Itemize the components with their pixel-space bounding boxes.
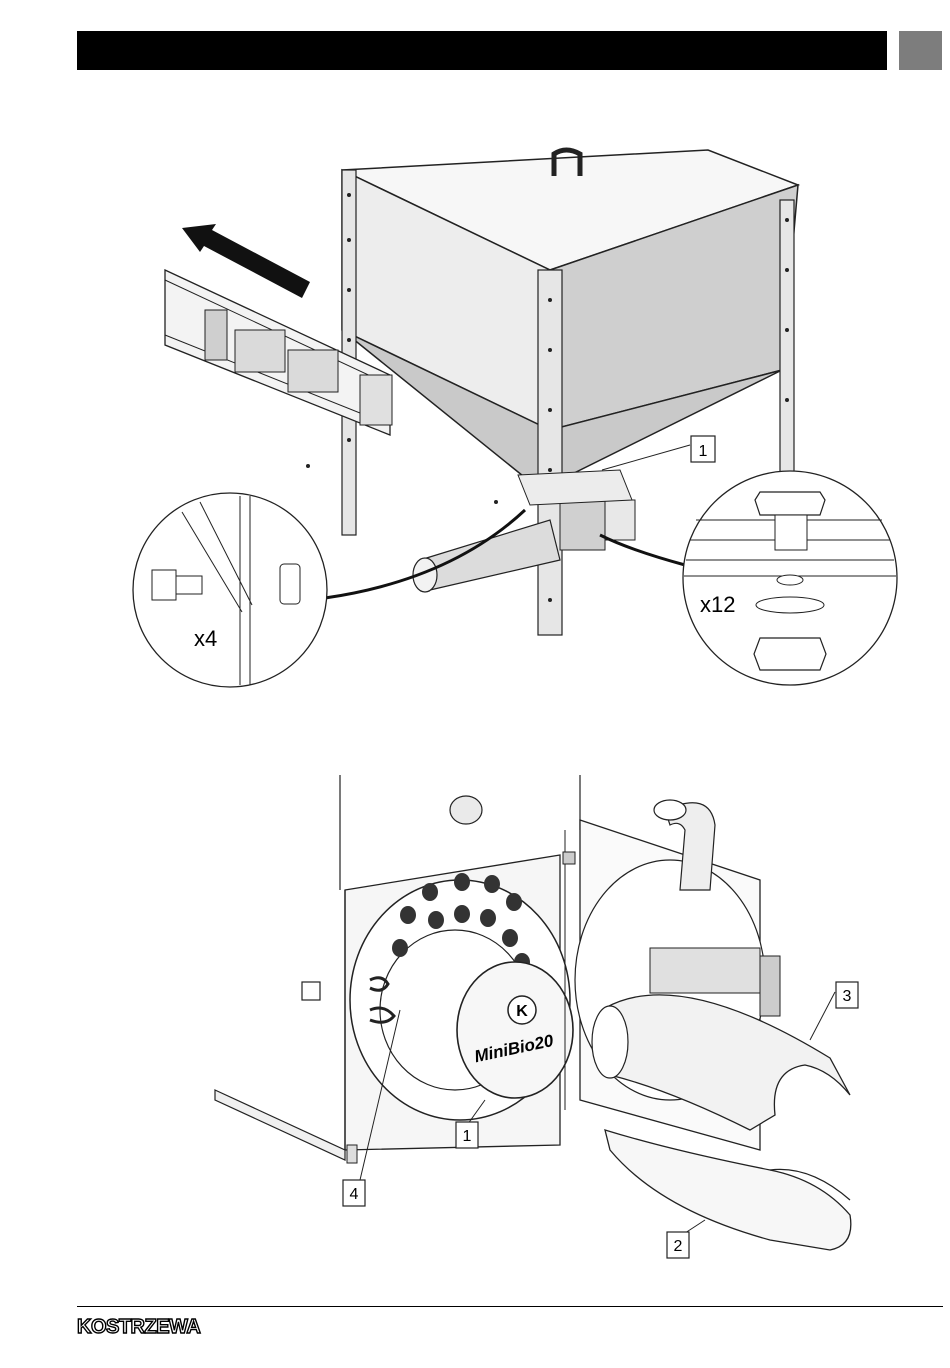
hex-nut-icon <box>754 638 826 670</box>
logo-text: KOSTRZEWA <box>77 1316 200 1338</box>
bolt-icon <box>152 570 176 600</box>
callout-4-label: 4 <box>350 1186 359 1203</box>
hex-bolt-icon <box>755 492 825 515</box>
figure-boiler-door: K MiniBio20 1 2 3 4 <box>210 770 890 1280</box>
qty-left-label: x4 <box>194 626 217 651</box>
footer-rule <box>77 1306 943 1307</box>
washer-icon <box>756 597 824 613</box>
callout-2-label: 2 <box>674 1238 683 1255</box>
plate-logo-letter: K <box>516 1003 528 1020</box>
burner-plate <box>457 962 573 1098</box>
page-tab <box>899 31 942 70</box>
nut-icon <box>280 564 300 604</box>
callout-3-label: 3 <box>843 988 852 1005</box>
footer-logo: KOSTRZEWA <box>77 1313 237 1344</box>
figure-hopper-assembly: 1 x4 x12 <box>120 140 910 700</box>
callout-1-label: 1 <box>699 443 708 460</box>
qty-right-label: x12 <box>700 592 735 617</box>
header-bar <box>77 31 887 70</box>
callout-1b-label: 1 <box>463 1128 472 1145</box>
